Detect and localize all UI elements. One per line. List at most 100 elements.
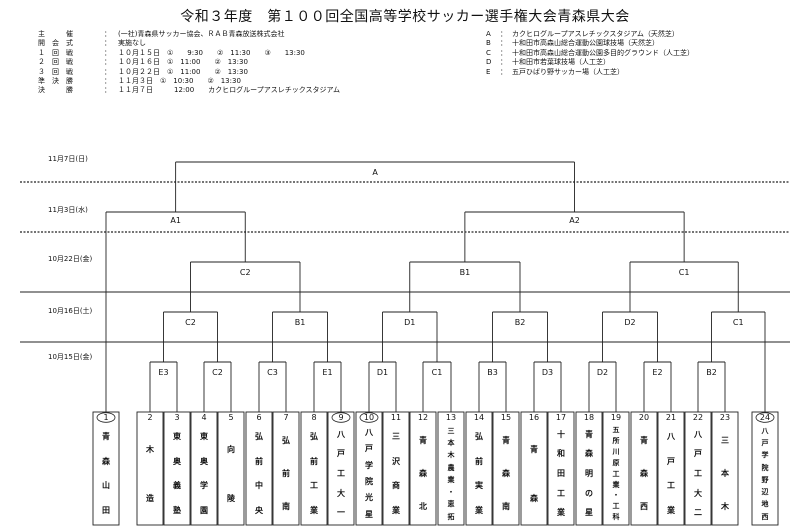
game-venue-label: B2 <box>514 318 526 327</box>
game-venue-label: E2 <box>652 368 663 377</box>
team-box <box>409 411 437 526</box>
team-name: 八戸工大一 <box>337 429 345 518</box>
team-number: 15 <box>500 413 512 422</box>
team-number: 11 <box>390 413 402 422</box>
team-name: 三沢商業 <box>392 432 400 515</box>
team-number: 2 <box>147 413 153 422</box>
game-venue-label: D2 <box>596 368 609 377</box>
venue-code: D <box>486 58 492 67</box>
game-venue-label: C2 <box>212 368 223 377</box>
team-number: 20 <box>638 413 650 422</box>
team-number: 14 <box>473 413 485 422</box>
team-number: 16 <box>528 413 540 422</box>
team-box <box>327 411 355 526</box>
game-venue-label: C3 <box>267 368 278 377</box>
venue-name: 十和田市高森山総合運動公園球技場（天然芝） <box>512 39 659 48</box>
info-value: 実施なし <box>118 39 146 48</box>
game-venue-label: E3 <box>158 368 169 377</box>
venue-name: 五戸ひばり野サッカー場（人工芝） <box>512 67 624 76</box>
team-number: 9 <box>338 413 344 422</box>
date-label: 11月3日(水) <box>48 206 88 214</box>
info-separator: ： <box>104 67 111 76</box>
team-name: 弘前工業 <box>310 432 318 515</box>
info-label: 開 会 式 <box>38 39 73 48</box>
team-box <box>630 411 658 526</box>
team-number: 18 <box>583 413 595 422</box>
info-label: 決 勝 <box>38 86 73 95</box>
team-number: 7 <box>283 413 289 422</box>
game-venue-label: C1 <box>678 268 690 277</box>
team-entry: 3 東奥義塾 <box>164 412 190 525</box>
info-value: １１月７日 12:00 カクヒログループアスレチックスタジアム <box>118 86 341 95</box>
team-box <box>575 411 603 526</box>
info-value: (一社)青森県サッカー協会、ＲＡＢ青森放送株式会社 <box>118 30 285 38</box>
info-label: １ 回 戦 <box>38 48 73 57</box>
seed-circle <box>331 412 351 423</box>
venue-code: C <box>486 48 491 57</box>
date-label: 10月16日(土) <box>48 307 93 315</box>
venue-code: A <box>486 30 491 38</box>
team-box <box>602 411 630 526</box>
game-venue-label: D3 <box>541 368 554 377</box>
game-venue-label: B1 <box>294 318 306 327</box>
team-box <box>272 411 300 526</box>
team-number: 3 <box>174 413 180 422</box>
venue-name: カクヒログループアスレチックスタジアム（天然芝） <box>512 30 679 38</box>
team-entry: 11 三沢商業 <box>383 412 409 525</box>
game-venue-label: A1 <box>170 216 181 225</box>
team-name: 十和田工業 <box>557 429 565 518</box>
venue-separator: ： <box>500 48 507 57</box>
team-number: 1 <box>103 413 109 422</box>
game-venue-label: D1 <box>376 368 389 377</box>
team-box <box>92 411 120 526</box>
team-box <box>547 411 575 526</box>
game-venue-label: B3 <box>487 368 498 377</box>
team-box <box>136 411 164 526</box>
venue-code: B <box>486 39 491 48</box>
team-entry: 18 青森明の星 <box>576 412 602 525</box>
team-name: 青森北 <box>419 436 427 511</box>
date-label: 10月22日(金) <box>48 255 93 263</box>
team-name: 三本木農業・恵拓 <box>447 426 455 521</box>
venue-separator: ： <box>500 67 507 76</box>
team-entry: 20 青森西 <box>631 412 657 525</box>
team-box <box>492 411 520 526</box>
team-number: 10 <box>363 413 375 422</box>
team-entry: 13 三本木農業・恵拓 <box>438 412 464 525</box>
team-box <box>382 411 410 526</box>
team-name: 木造 <box>146 444 154 503</box>
info-label: ３ 回 戦 <box>38 67 73 76</box>
game-venue-label: B2 <box>706 368 717 377</box>
team-name: 五所川原工業・工科 <box>612 426 620 522</box>
team-box <box>245 411 273 526</box>
info-value: １０月２２日 ① 11:00 ② 13:30 <box>118 67 248 76</box>
seed-circle <box>755 412 775 423</box>
game-venue-label: C1 <box>732 318 744 327</box>
team-box <box>520 411 548 526</box>
team-name: 東奥義塾 <box>173 432 181 515</box>
team-number: 21 <box>665 413 677 422</box>
team-box <box>465 411 493 526</box>
team-number: 22 <box>692 413 704 422</box>
team-name: 青森西 <box>640 436 648 511</box>
team-number: 13 <box>445 413 457 422</box>
venue-separator: ： <box>500 58 507 67</box>
team-box <box>437 411 465 526</box>
venue-code: E <box>486 67 491 76</box>
team-name: 青森明の星 <box>585 429 593 518</box>
info-label: ２ 回 戦 <box>38 58 73 67</box>
game-venue-label: D1 <box>404 318 416 327</box>
info-value: １０月１６日 ① 11:00 ② 13:30 <box>118 58 248 67</box>
game-venue-label: A2 <box>569 216 580 225</box>
team-name: 青森 <box>530 444 538 503</box>
